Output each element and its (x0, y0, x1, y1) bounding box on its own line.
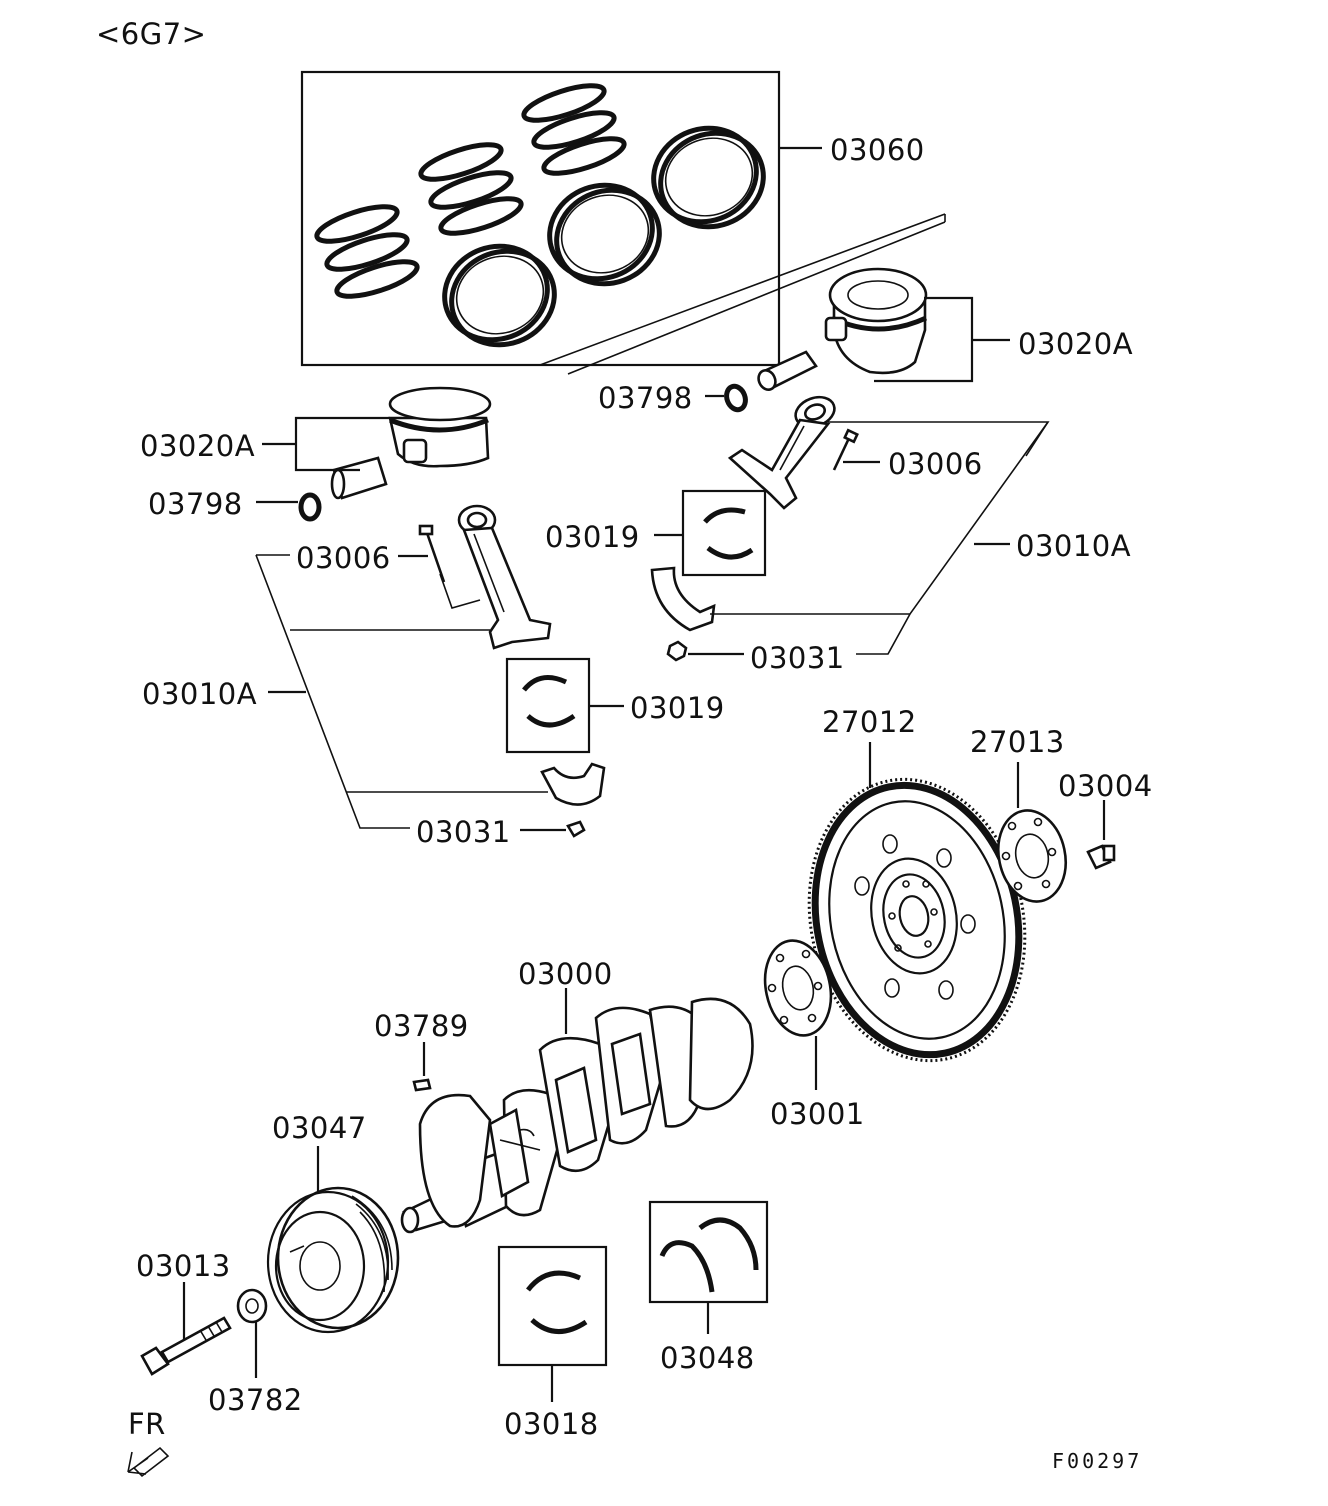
drive-plate-group: 27012 (807, 705, 1027, 1063)
ring-to-piston-pointer (539, 213, 946, 375)
ring-stack-2 (418, 142, 524, 236)
rod-nut-right-icon (666, 640, 688, 662)
pulley-bolt-group: 03013 (136, 1249, 232, 1376)
ring-set-box (300, 70, 781, 367)
drive-plate-bolt-group: 03004 (1058, 769, 1153, 870)
callout-03019-right: 03019 (545, 520, 640, 554)
callout-03010A-right: 03010A (1016, 529, 1131, 563)
adapter-plate-group: 27013 (970, 725, 1067, 903)
pulley-washer-icon (236, 1288, 268, 1324)
conrod-left-group: 03006 03019 03010A 03031 (142, 504, 725, 849)
rod-cap-right-icon (650, 566, 716, 632)
pulley-washer-group: 03782 (208, 1288, 303, 1417)
rod-bearing-right-box (681, 489, 767, 577)
piston-ring-set-group: 03060 (300, 70, 925, 367)
ring-large-1 (442, 243, 557, 348)
crankshaft-icon (400, 997, 754, 1234)
callout-03018: 03018 (504, 1407, 599, 1441)
rod-nut-left-icon (566, 820, 586, 838)
main-bearing-box (497, 1245, 608, 1367)
crank-rear-plate-icon (763, 939, 833, 1037)
callout-03019-left: 03019 (630, 691, 725, 725)
piston-left-group: 03020A (140, 386, 492, 500)
damper-pulley-icon (266, 1186, 400, 1334)
callout-03010A-left: 03010A (142, 677, 257, 711)
rod-bearing-right-icon (703, 507, 754, 560)
callout-03020A-left: 03020A (140, 429, 255, 463)
callout-03798-left: 03798 (148, 487, 243, 521)
main-bearing-icon (526, 1270, 588, 1334)
callout-03006-left: 03006 (296, 541, 391, 575)
pin-clip-right-icon (724, 383, 748, 413)
rod-bolt-right-icon (832, 428, 859, 471)
piston-pin-left-icon (330, 456, 388, 500)
front-arrow-icon (127, 1446, 170, 1478)
ring-stack-3 (521, 83, 627, 176)
ring-large-3 (651, 125, 766, 230)
callout-03031-right: 03031 (750, 641, 845, 675)
conrod-right-group: 03006 03019 03010A 03031 (545, 395, 1131, 675)
pin-clip-left-icon (298, 492, 322, 522)
callout-03000: 03000 (518, 957, 613, 991)
woodruff-key-group: 03789 (374, 1009, 469, 1092)
callout-03004: 03004 (1058, 769, 1153, 803)
engine-code-label: <6G7> (96, 17, 206, 51)
callout-27013: 27013 (970, 725, 1065, 759)
thrust-bearing-group: 03048 (648, 1200, 769, 1375)
callout-03798-right: 03798 (598, 381, 693, 415)
main-bearing-group: 03018 (497, 1245, 608, 1441)
rod-bolt-left-icon (418, 524, 446, 583)
pin-clip-right-group: 03798 (598, 381, 748, 415)
piston-left-icon (388, 386, 492, 468)
callout-03031-left: 03031 (416, 815, 511, 849)
adapter-plate-icon (997, 809, 1067, 903)
drive-plate-icon (807, 777, 1027, 1063)
callout-03782: 03782 (208, 1383, 303, 1417)
callout-03047: 03047 (272, 1111, 367, 1145)
callout-03001: 03001 (770, 1097, 865, 1131)
piston-right-icon (824, 267, 928, 375)
callout-03060: 03060 (830, 133, 925, 167)
drive-plate-bolt-icon (1086, 844, 1116, 870)
ring-large-2 (547, 182, 662, 287)
conrod-right-icon (727, 395, 836, 510)
callout-03006-right: 03006 (888, 447, 983, 481)
thrust-bearing-icon (659, 1217, 759, 1293)
piston-pin-right-icon (757, 350, 818, 391)
conrod-left-icon (457, 504, 552, 650)
callout-03013: 03013 (136, 1249, 231, 1283)
pulley-bolt-icon (140, 1316, 232, 1376)
rod-bearing-left-icon (522, 675, 576, 728)
callout-03048: 03048 (660, 1341, 755, 1375)
callout-27012: 27012 (822, 705, 917, 739)
woodruff-key-icon (412, 1078, 432, 1092)
pin-clip-left-group: 03798 (148, 487, 322, 522)
figure-code-label: F00297 (1052, 1449, 1142, 1473)
crankshaft-group: 03000 (400, 957, 754, 1234)
rod-bearing-left-box (505, 657, 591, 754)
piston-right-group: 03020A (757, 267, 1133, 391)
front-direction-label: FR (128, 1407, 166, 1441)
callout-03020A-right: 03020A (1018, 327, 1133, 361)
callout-03789: 03789 (374, 1009, 469, 1043)
thrust-bearing-box (648, 1200, 769, 1304)
rod-cap-left-icon (540, 762, 606, 806)
damper-pulley-group: 03047 (266, 1111, 400, 1334)
ring-stack-1 (314, 204, 420, 299)
crank-rear-plate-group: 03001 (763, 939, 865, 1131)
